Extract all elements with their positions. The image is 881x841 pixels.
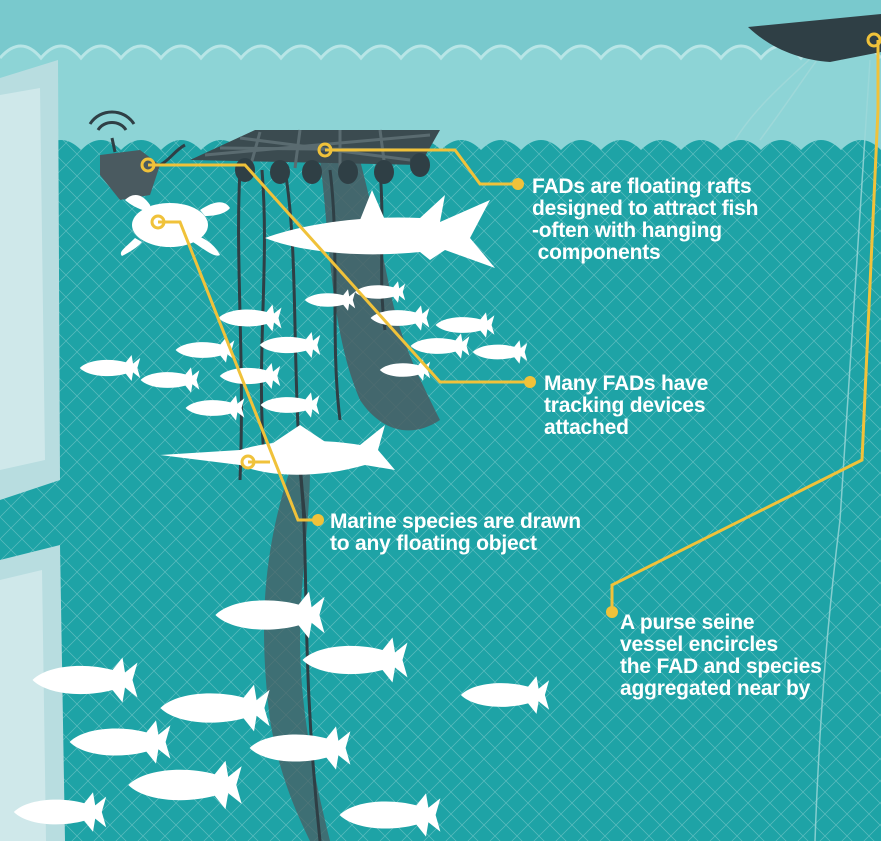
callout-line: tracking devices [544,395,708,417]
callout-line: A purse seine [620,612,822,634]
callout-marine: Marine species are drawn to any floating… [330,511,581,555]
callout-line: Many FADs have [544,373,708,395]
callout-fads: FADs are floating rafts designed to attr… [532,176,758,264]
callout-line: attached [544,417,708,439]
callout-tracking: Many FADs have tracking devices attached [544,373,708,439]
callout-vessel: A purse seine vessel encircles the FAD a… [620,612,822,700]
callout-line: -often with hanging [532,220,758,242]
callout-line: to any floating object [330,533,581,555]
callout-line: FADs are floating rafts [532,176,758,198]
callout-line: aggregated near by [620,678,822,700]
callout-line: the FAD and species [620,656,822,678]
callout-line: vessel encircles [620,634,822,656]
callout-line: designed to attract fish [532,198,758,220]
callout-line: Marine species are drawn [330,511,581,533]
callout-line: components [532,242,758,264]
